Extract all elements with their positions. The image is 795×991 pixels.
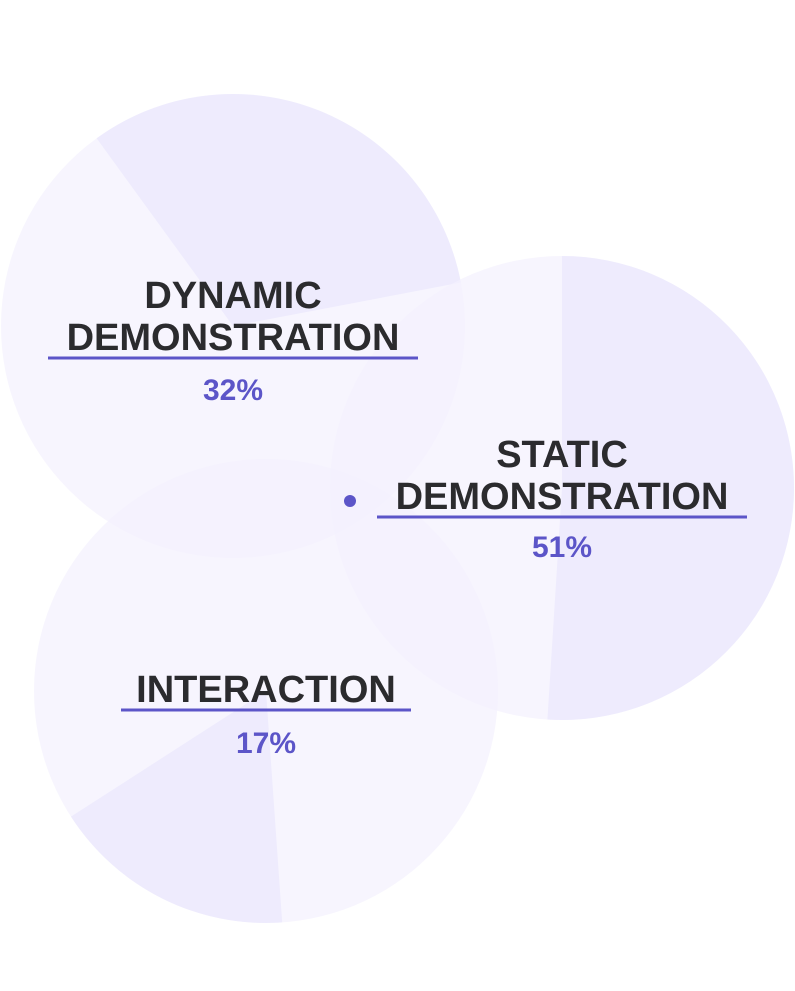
value-label-dynamic-demonstration: 32% [203, 374, 263, 407]
slice-static-demonstration [547, 256, 795, 720]
circles-layer [1, 93, 795, 923]
slice-interaction [70, 691, 283, 923]
value-label-interaction: 17% [236, 727, 296, 760]
category-label-interaction-line-1: INTERACTION [136, 669, 396, 711]
category-label-dynamic-demonstration-line-1: DYNAMIC [144, 275, 321, 317]
accent-dot [344, 495, 356, 507]
category-label-static-demonstration-line-2: DEMONSTRATION [396, 476, 729, 518]
value-label-static-demonstration: 51% [532, 531, 592, 564]
slice-dynamic-demonstration [96, 93, 461, 326]
category-label-static-demonstration-line-1: STATIC [496, 434, 628, 476]
category-label-dynamic-demonstration-line-2: DEMONSTRATION [67, 317, 400, 359]
labels-layer: DYNAMICDEMONSTRATION32%STATICDEMONSTRATI… [48, 275, 747, 760]
